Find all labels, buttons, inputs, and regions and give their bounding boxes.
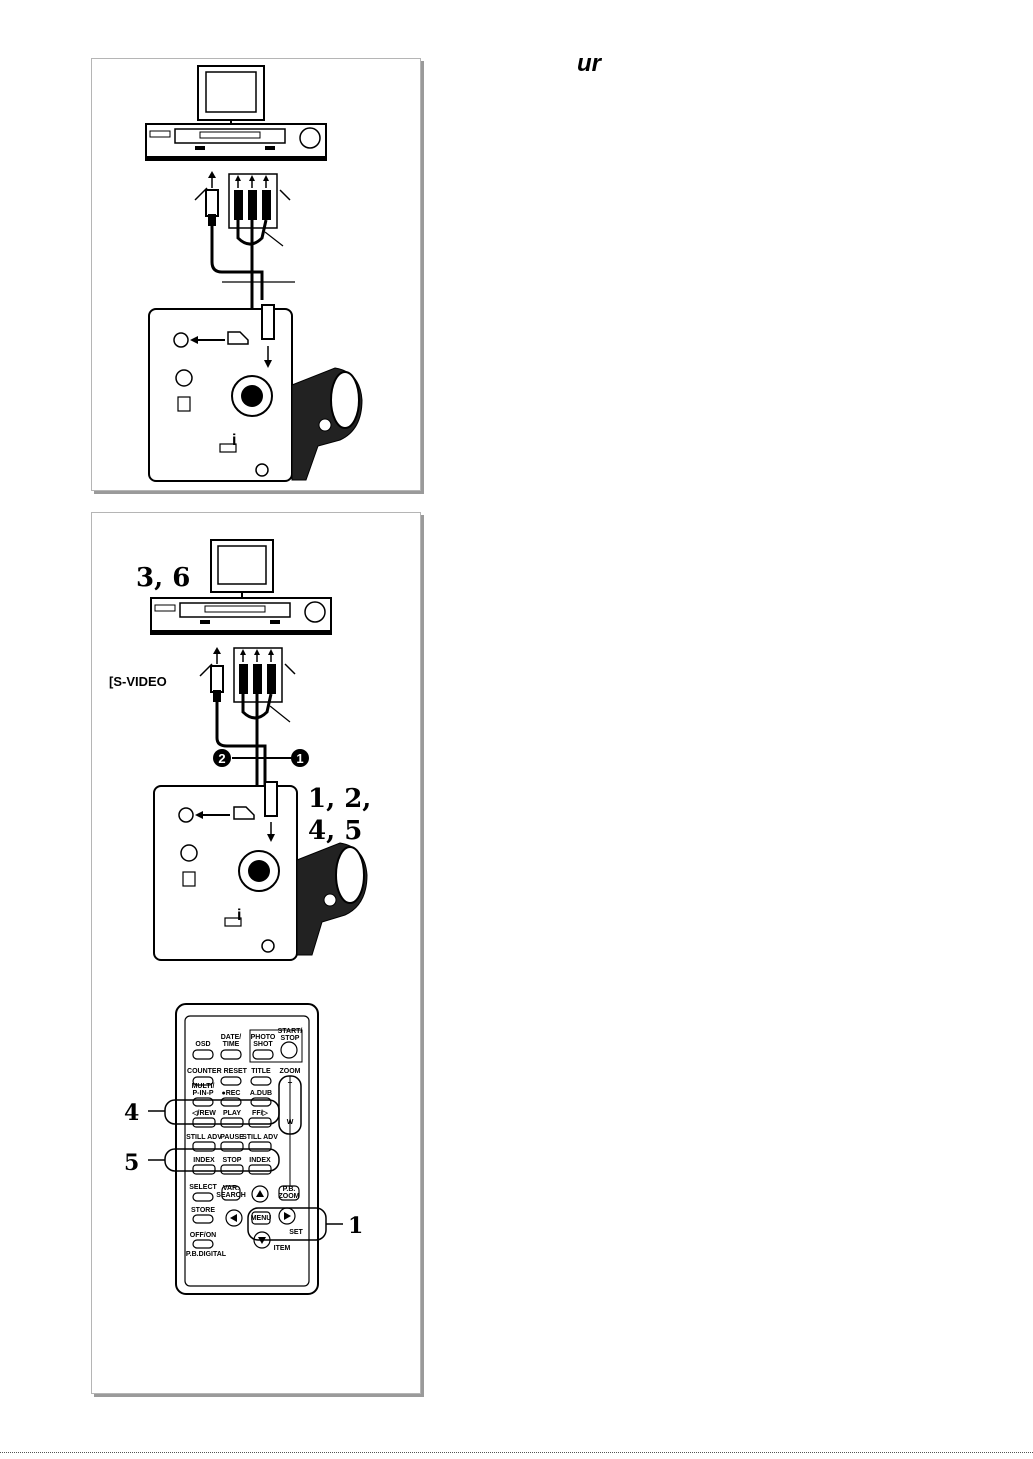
remote-shot-label: SHOT <box>253 1041 273 1048</box>
remote-index-left-label: INDEX <box>193 1157 215 1164</box>
remote-rew-label: ◁/REW <box>191 1110 216 1117</box>
svg-text:1: 1 <box>296 751 303 766</box>
remote-adub-label: A.DUB <box>250 1090 272 1097</box>
remote-multi-label: MULTI/ <box>192 1083 215 1090</box>
remote-counter-reset-label: COUNTER RESET <box>187 1068 248 1075</box>
callout-4: 4 <box>124 1100 139 1126</box>
vcr-icon <box>151 598 331 635</box>
remote-set-label: SET <box>289 1229 303 1236</box>
remote-offon-label: OFF/ON <box>190 1232 216 1239</box>
remote-pinp-label: P-IN-P <box>193 1090 214 1097</box>
footer-dotted-rule <box>0 1452 1033 1453</box>
remote-date-label: DATE/ <box>221 1034 242 1041</box>
remote-control-icon: OSD DATE/ TIME PHOTO SHOT START/ STOP CO… <box>124 1004 363 1294</box>
remote-select-label: SELECT <box>189 1184 217 1191</box>
remote-ff-label: FF/▷ <box>252 1110 268 1117</box>
remote-store-label: STORE <box>191 1207 215 1214</box>
remote-stop-button-label: STOP <box>223 1157 242 1164</box>
remote-zoom-label: ZOOM <box>280 1068 301 1075</box>
remote-still-adv-left-label: STILL ADV <box>186 1134 222 1141</box>
callout-1: 1 <box>348 1213 363 1239</box>
svg-text:2: 2 <box>218 751 225 766</box>
remote-item-label: ITEM <box>274 1245 291 1252</box>
remote-photo-label: PHOTO <box>251 1034 276 1041</box>
remote-start-label: START/ <box>278 1028 303 1035</box>
remote-pause-label: PAUSE <box>220 1134 244 1141</box>
remote-var-label: VAR. <box>223 1185 239 1192</box>
remote-search-label: SEARCH <box>216 1192 246 1199</box>
remote-play-label: PLAY <box>223 1110 241 1117</box>
remote-index-right-label: INDEX <box>249 1157 271 1164</box>
remote-time-label: TIME <box>223 1041 240 1048</box>
vcr-input-plugs-icon <box>200 647 295 702</box>
remote-pbzoom-label: ZOOM <box>279 1193 300 1200</box>
remote-pb-label: P.B. <box>283 1186 296 1193</box>
remote-still-adv-right-label: STILL ADV <box>242 1134 278 1141</box>
remote-zoom-w-label: W <box>287 1119 294 1126</box>
camcorder-terminal-panel-icon: i <box>154 782 297 960</box>
cables-icon <box>217 694 296 800</box>
remote-rec-label: ●REC <box>221 1090 240 1097</box>
svg-text:i: i <box>237 907 241 924</box>
remote-osd-label: OSD <box>195 1041 210 1048</box>
remote-menu-label: MENU <box>251 1215 272 1222</box>
remote-pb-digital-label: P.B.DIGITAL <box>186 1251 227 1258</box>
tv-icon <box>211 540 273 598</box>
camcorder-icon <box>297 843 367 955</box>
cable-marker-2-icon: 2 <box>213 749 231 767</box>
callout-5: 5 <box>124 1150 139 1176</box>
remote-zoom-t-label: T <box>288 1082 293 1089</box>
remote-title-label: TITLE <box>251 1068 271 1075</box>
cable-marker-1-icon: 1 <box>291 749 309 767</box>
remote-stop-label: STOP <box>281 1035 300 1042</box>
